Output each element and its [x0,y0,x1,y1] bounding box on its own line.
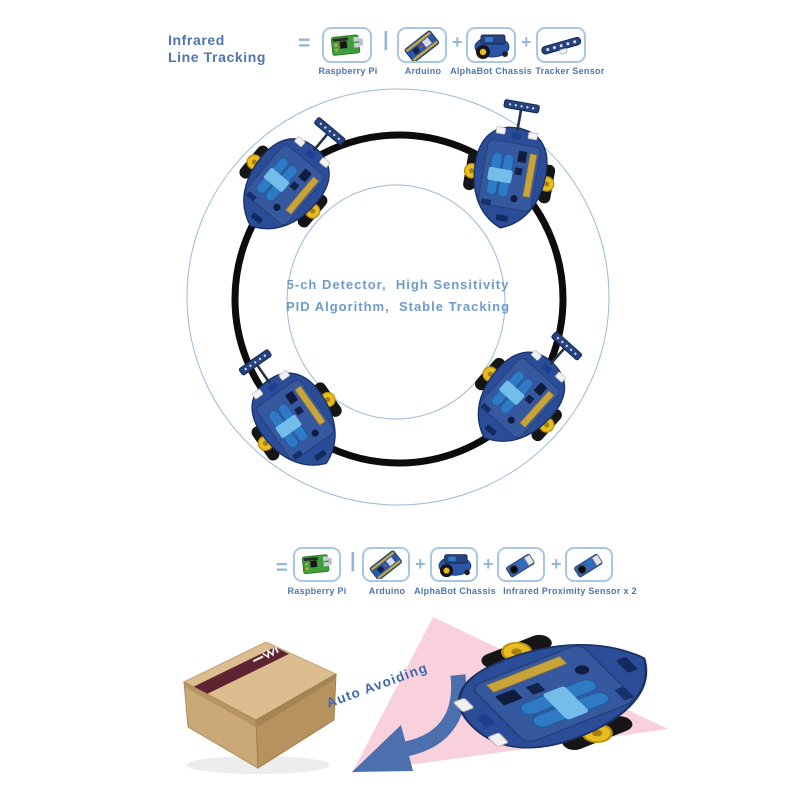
brand-logo-icon [252,646,279,663]
plus-sign: + [483,554,494,574]
component-label: Arduino [404,66,442,76]
equals-sign: = [298,32,311,55]
component-label: Raspberry Pi [287,586,347,596]
component-label: Raspberry Pi [318,66,378,76]
plus-sign: + [551,554,562,574]
raspberry-pi-icon [301,554,333,575]
component-box-tracker-sensor [536,27,586,63]
component-label: AlphaBot Chassis [450,66,532,76]
title-line: Line Tracking [168,49,267,65]
box-brand-band [193,647,289,694]
plus-sign: + [415,554,426,574]
inner-guide-circle [286,184,506,420]
equals-sign: = [276,557,288,579]
line-tracking-circle-diagram [186,88,610,506]
circle-caption-line1: 5-ch Detector, High Sensitivity [286,277,510,292]
alphabot-chassis-icon [438,554,472,578]
component-box-infrared-proximity-sensor [565,547,613,582]
outer-guide-circle [186,88,610,506]
obstacle-avoidance-scene [182,608,694,776]
arduino-icon [369,550,402,579]
or-separator: | [350,550,356,572]
raspberry-pi-icon [330,33,364,56]
component-label: Tracker Sensor [535,66,605,76]
line-tracking-formula: Infrared Line Tracking = | [0,0,800,100]
plus-sign: + [521,32,532,52]
title-line: Infrared [168,32,225,48]
robot-bottom-left [216,333,363,489]
auto-avoiding-arrow [404,674,467,757]
auto-avoiding-arrowhead [352,725,413,772]
component-label: Infrared Proximity Sensor x 2 [503,586,637,596]
alphabot-chassis-icon [474,34,510,59]
infrared-proximity-sensor-icon [506,553,535,578]
circle-caption-line2: PID Algorithm, Stable Tracking [285,299,511,314]
component-box-alphabot-chassis [430,547,478,582]
component-box-alphabot-chassis [466,27,516,63]
tracker-sensor-icon [541,36,582,55]
component-label: AlphaBot Chassis [414,586,496,596]
plus-sign: + [452,32,463,52]
or-separator: | [383,29,389,51]
component-box-infrared-proximity-sensor [497,547,545,582]
arduino-icon [404,30,440,61]
robot-top-left [216,99,367,255]
component-box-arduino [397,27,447,63]
section-title-line-tracking: Infrared Line Tracking [168,32,266,66]
kit-package-box [182,641,338,774]
component-box-raspberry-pi [293,547,341,582]
infrared-proximity-sensor-icon [574,553,603,578]
component-label: Arduino [368,586,406,596]
component-box-raspberry-pi [322,27,372,63]
robot-top-right [456,95,567,236]
black-track-circle [231,131,567,467]
component-box-arduino [362,547,410,582]
